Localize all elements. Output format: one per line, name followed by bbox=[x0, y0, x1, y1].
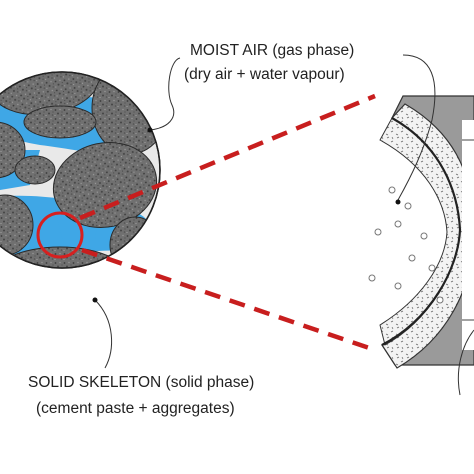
leader-dot bbox=[147, 127, 153, 133]
leader-dot bbox=[395, 199, 401, 205]
aggregate bbox=[52, 142, 158, 228]
water-vapour-molecules bbox=[368, 186, 444, 304]
cross-section bbox=[0, 71, 161, 269]
label-moist-air-line2: (dry air + water vapour) bbox=[184, 66, 345, 83]
zoom-circle bbox=[36, 211, 84, 259]
label-solid-line1: SOLID SKELETON (solid phase) bbox=[28, 374, 254, 391]
section-outline bbox=[0, 71, 161, 269]
magnified-pore bbox=[368, 95, 474, 369]
leader-line-pore bbox=[457, 329, 474, 396]
aggregate bbox=[0, 121, 26, 179]
leader-dot bbox=[92, 297, 98, 303]
label-solid-line2: (cement paste + aggregates) bbox=[36, 400, 235, 417]
aggregate bbox=[109, 216, 160, 268]
aggregate bbox=[91, 72, 160, 155]
aggregate bbox=[23, 105, 97, 139]
zoom-line-top bbox=[79, 93, 376, 221]
zoom-line-bottom bbox=[81, 247, 376, 353]
leader-line-aggregate bbox=[149, 57, 181, 131]
label-moist-air-line1: MOIST AIR (gas phase) bbox=[190, 42, 354, 59]
leader-line-moist-air bbox=[397, 54, 436, 201]
aggregate bbox=[14, 155, 56, 185]
leader-line-solid bbox=[94, 299, 113, 369]
